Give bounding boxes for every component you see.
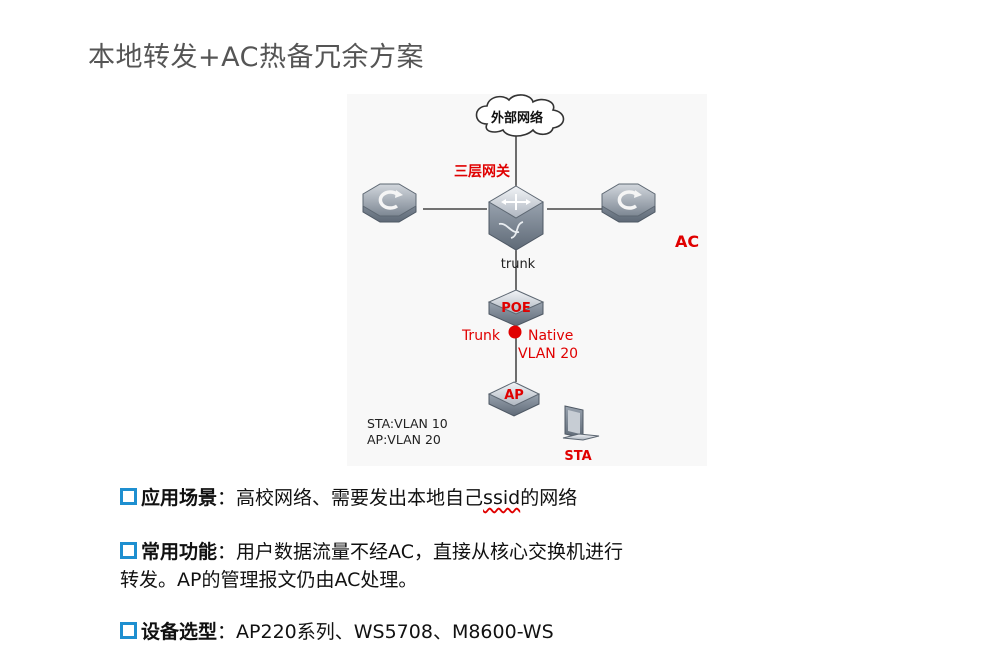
bullet-key: 设备选型 xyxy=(141,621,218,643)
bullet-separator: ： xyxy=(217,621,237,643)
ac-left-icon xyxy=(362,183,417,223)
gateway-label: 三层网关 xyxy=(454,163,510,180)
bullet-text: 高校网络、需要发出本地自己 xyxy=(236,487,484,509)
bullet-text: AP220系列、WS5708、M8600-WS xyxy=(236,621,554,643)
bullet-key: 应用场景 xyxy=(141,487,218,509)
bullet-device-selection: 设备选型：AP220系列、WS5708、M8600-WS xyxy=(120,618,554,646)
bullet-application-scenario: 应用场景：高校网络、需要发出本地自己ssid的网络 xyxy=(120,484,577,512)
square-bullet-icon xyxy=(120,542,137,559)
core-switch-icon xyxy=(488,185,544,251)
link-right-label: Native xyxy=(528,328,573,344)
vlan-note-sta: STA:VLAN 10 xyxy=(367,416,448,431)
ap-icon xyxy=(487,381,541,417)
network-diagram-svg: 外部网络 三层网关 AC trunk xyxy=(347,94,707,466)
link-point-marker xyxy=(508,325,522,339)
square-bullet-icon xyxy=(120,622,137,639)
bullet-common-function: 常用功能：用户数据流量不经AC，直接从核心交换机进行 转发。AP的管理报文仍由A… xyxy=(120,538,623,594)
ac-label: AC xyxy=(675,232,699,251)
bullet-key: 常用功能 xyxy=(141,541,218,563)
bullet-separator: ： xyxy=(217,541,237,563)
square-bullet-icon xyxy=(120,488,137,505)
network-diagram: 外部网络 三层网关 AC trunk xyxy=(347,94,707,466)
poe-switch-icon xyxy=(487,289,545,327)
bullet-text-end: 的网络 xyxy=(520,487,578,509)
cloud-label: 外部网络 xyxy=(490,110,543,126)
page-title: 本地转发+AC热备冗余方案 xyxy=(88,42,424,73)
sta-label: STA xyxy=(564,449,591,464)
trunk-label: trunk xyxy=(501,257,536,272)
vlan-note-ap: AP:VLAN 20 xyxy=(367,432,441,447)
bullet-separator: ： xyxy=(217,487,237,509)
ap-label: AP xyxy=(504,388,524,403)
spellcheck-underlined-word: ssid xyxy=(483,487,521,509)
bullet-text-line1: 用户数据流量不经AC，直接从核心交换机进行 xyxy=(236,541,623,563)
ac-right-icon xyxy=(601,183,656,223)
link-left-label: Trunk xyxy=(461,328,501,344)
laptop-icon xyxy=(562,405,600,441)
poe-label: POE xyxy=(501,301,530,316)
link-vlan-label: VLAN 20 xyxy=(518,346,578,362)
cloud-icon xyxy=(475,94,565,137)
bullet-text-line2: 转发。AP的管理报文仍由AC处理。 xyxy=(120,569,418,591)
